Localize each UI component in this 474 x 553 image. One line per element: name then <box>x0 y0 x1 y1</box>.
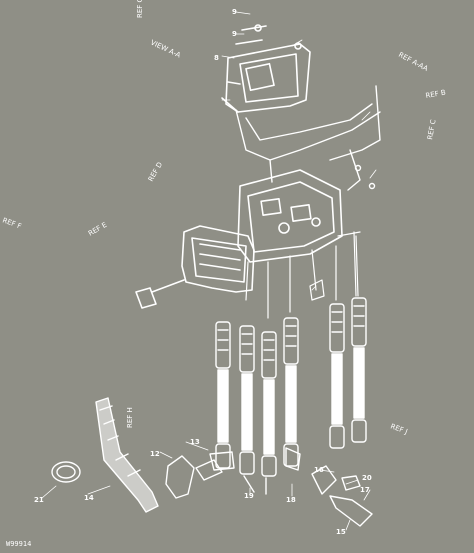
svg-text:REF B: REF B <box>425 89 447 100</box>
callout-9b: 9 <box>232 8 237 16</box>
callout-18: 18 <box>286 496 296 504</box>
hose-clamp <box>51 461 81 483</box>
callout-9: 9 <box>232 30 237 38</box>
svg-text:REF E: REF E <box>87 221 108 238</box>
hydraulic-hose-2 <box>239 325 255 475</box>
svg-text:REF D: REF D <box>147 161 164 183</box>
callout-17: 17 <box>360 486 370 494</box>
svg-text:VIEW A-A: VIEW A-A <box>149 39 182 60</box>
callout-19: 19 <box>244 492 254 500</box>
callout-16: 16 <box>314 466 324 474</box>
elbow-fittings <box>165 447 373 527</box>
callout-8: 8 <box>214 54 219 62</box>
svg-text:REF A-AA: REF A-AA <box>397 51 429 73</box>
leader-lines <box>41 11 377 531</box>
callout-21: 21 <box>34 496 44 504</box>
svg-text:REF F: REF F <box>1 216 22 230</box>
hydraulic-hose-6 <box>351 297 367 443</box>
figure-id: W99914 <box>6 540 31 548</box>
callout-14: 14 <box>84 494 94 502</box>
svg-text:REF G: REF G <box>136 0 144 18</box>
callout-13: 13 <box>190 438 200 446</box>
hydraulic-hose-5 <box>329 303 345 449</box>
hydraulic-hose-3 <box>261 331 277 477</box>
mounting-frame <box>235 85 381 191</box>
lever-housing <box>135 225 255 309</box>
svg-text:REF C: REF C <box>426 119 437 141</box>
svg-text:REF H: REF H <box>126 407 134 428</box>
top-bracket <box>221 24 311 113</box>
hydraulic-hose-4 <box>283 317 299 467</box>
callout-20: 20 <box>362 474 372 482</box>
callout-12: 12 <box>150 450 160 458</box>
callout-15: 15 <box>336 528 346 536</box>
callout-numbers: 8 9 9 12 13 14 15 16 17 18 19 20 21 <box>34 8 372 536</box>
valve-fitting-stems <box>245 231 361 319</box>
svg-text:REF J: REF J <box>389 422 408 436</box>
return-hose <box>95 397 159 513</box>
hydraulic-hose-1 <box>215 321 231 469</box>
